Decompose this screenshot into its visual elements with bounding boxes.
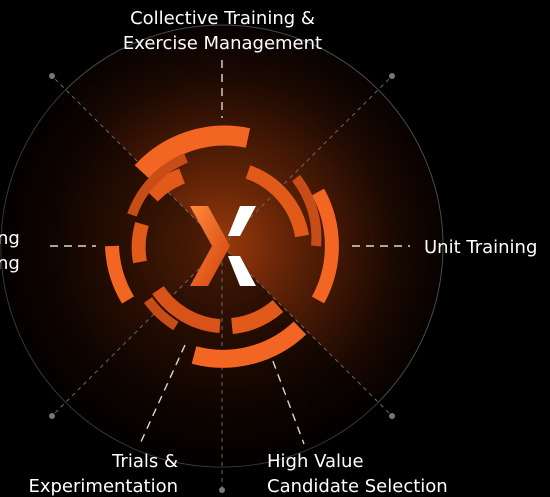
arc-mid-top-left bbox=[146, 168, 186, 202]
label-high-value-line2: Candidate Selection bbox=[267, 476, 448, 497]
arc-outer-bottom bbox=[191, 321, 307, 368]
arc-mid-bottom bbox=[152, 285, 221, 333]
left-wedge bbox=[0, 89, 222, 403]
logo-white-bottom bbox=[228, 256, 256, 286]
label-high-value-candidate: High Value Candidate Selection bbox=[267, 449, 448, 497]
label-trials-line1: Trials & bbox=[112, 451, 178, 472]
label-collective-training-line2: Exercise Management bbox=[122, 33, 323, 54]
arc-mid-bottom-right bbox=[230, 299, 284, 334]
label-trials-line2: Experimentation bbox=[28, 476, 178, 497]
x-logo-icon bbox=[190, 206, 256, 286]
label-high-value-line1: High Value bbox=[267, 451, 364, 472]
label-left-line2: ng bbox=[0, 253, 20, 274]
label-collective-training: Collective Training & Exercise Managemen… bbox=[0, 6, 445, 56]
arc-mid-top-right bbox=[245, 165, 309, 238]
arc-rings bbox=[105, 125, 339, 368]
label-left-cropped: ng ng bbox=[0, 226, 20, 276]
label-left-line1: ng bbox=[0, 228, 20, 249]
connector-lines bbox=[50, 60, 410, 445]
label-trials-experimentation: Trials & Experimentation bbox=[0, 449, 178, 497]
arc-inner-bottom bbox=[143, 296, 179, 331]
divider-lines bbox=[51, 75, 393, 490]
label-collective-training-line1: Collective Training & bbox=[130, 8, 315, 29]
logo-white-top bbox=[228, 206, 256, 236]
arc-mid-left bbox=[131, 222, 149, 264]
arc-inner-right bbox=[291, 174, 322, 247]
arc-outer-left bbox=[105, 245, 135, 304]
label-unit-training-line1: Unit Training bbox=[424, 237, 538, 258]
arc-outer-right bbox=[311, 188, 339, 304]
divider-end-dots bbox=[49, 73, 395, 493]
logo-chevron bbox=[190, 206, 230, 286]
arc-inner-top-left bbox=[127, 153, 189, 217]
label-unit-training: Unit Training bbox=[424, 235, 537, 260]
arc-outer-top bbox=[134, 125, 251, 179]
